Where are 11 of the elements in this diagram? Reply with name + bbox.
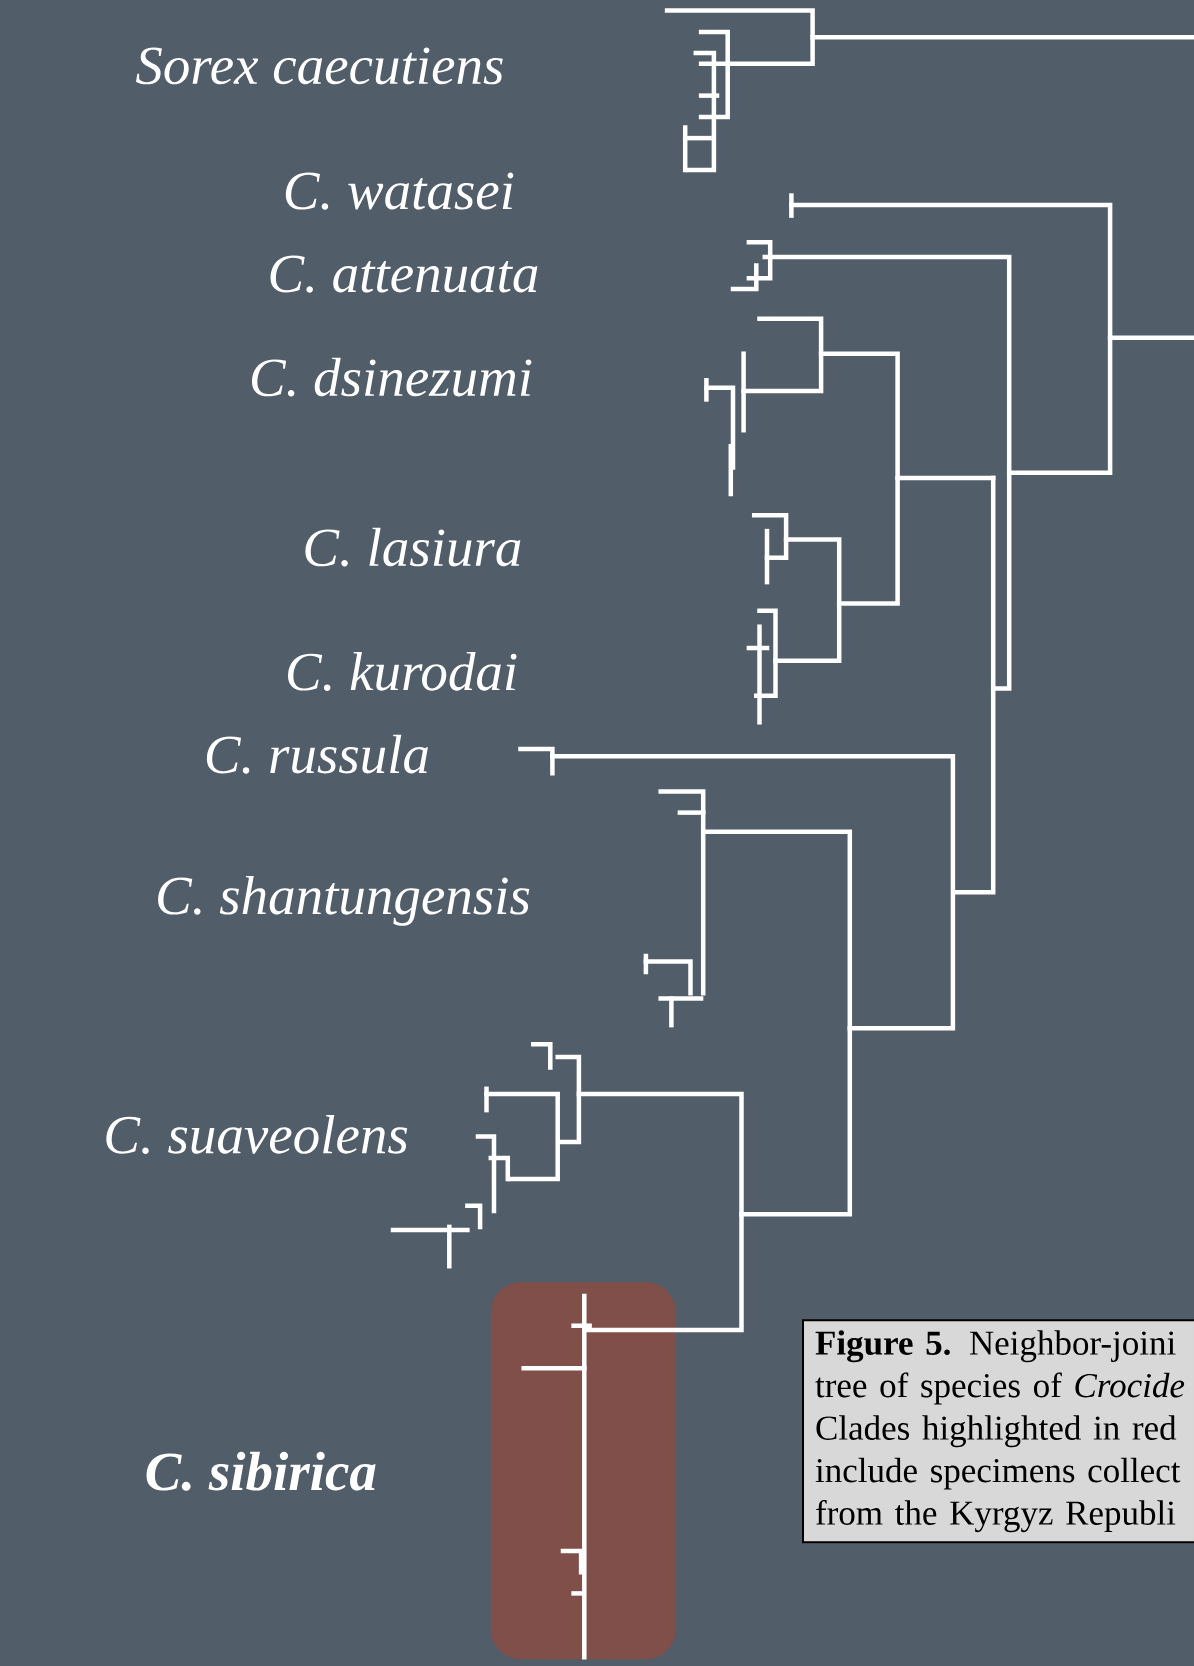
species-label: C. lasiura bbox=[305, 527, 521, 567]
species-label: C. suaveolens bbox=[106, 1115, 408, 1154]
species-label: C. sibirica bbox=[146, 1451, 376, 1491]
species-label: C. watasei bbox=[285, 172, 514, 210]
species-label: Sorex caecutiens bbox=[136, 47, 503, 85]
caption-box: Figure 5. Neighbor-joini tree of species of Crocide Clades highlighted in red include specimens collect from the Kyrgyz Republi bbox=[802, 1319, 1194, 1544]
species-label: C. attenuata bbox=[270, 255, 538, 293]
species-label: C. kurodai bbox=[288, 651, 517, 691]
species-label: C. shantungensis bbox=[158, 875, 530, 926]
species-label: C. russula bbox=[206, 734, 428, 774]
species-label: C. dsinezumi bbox=[251, 357, 532, 397]
